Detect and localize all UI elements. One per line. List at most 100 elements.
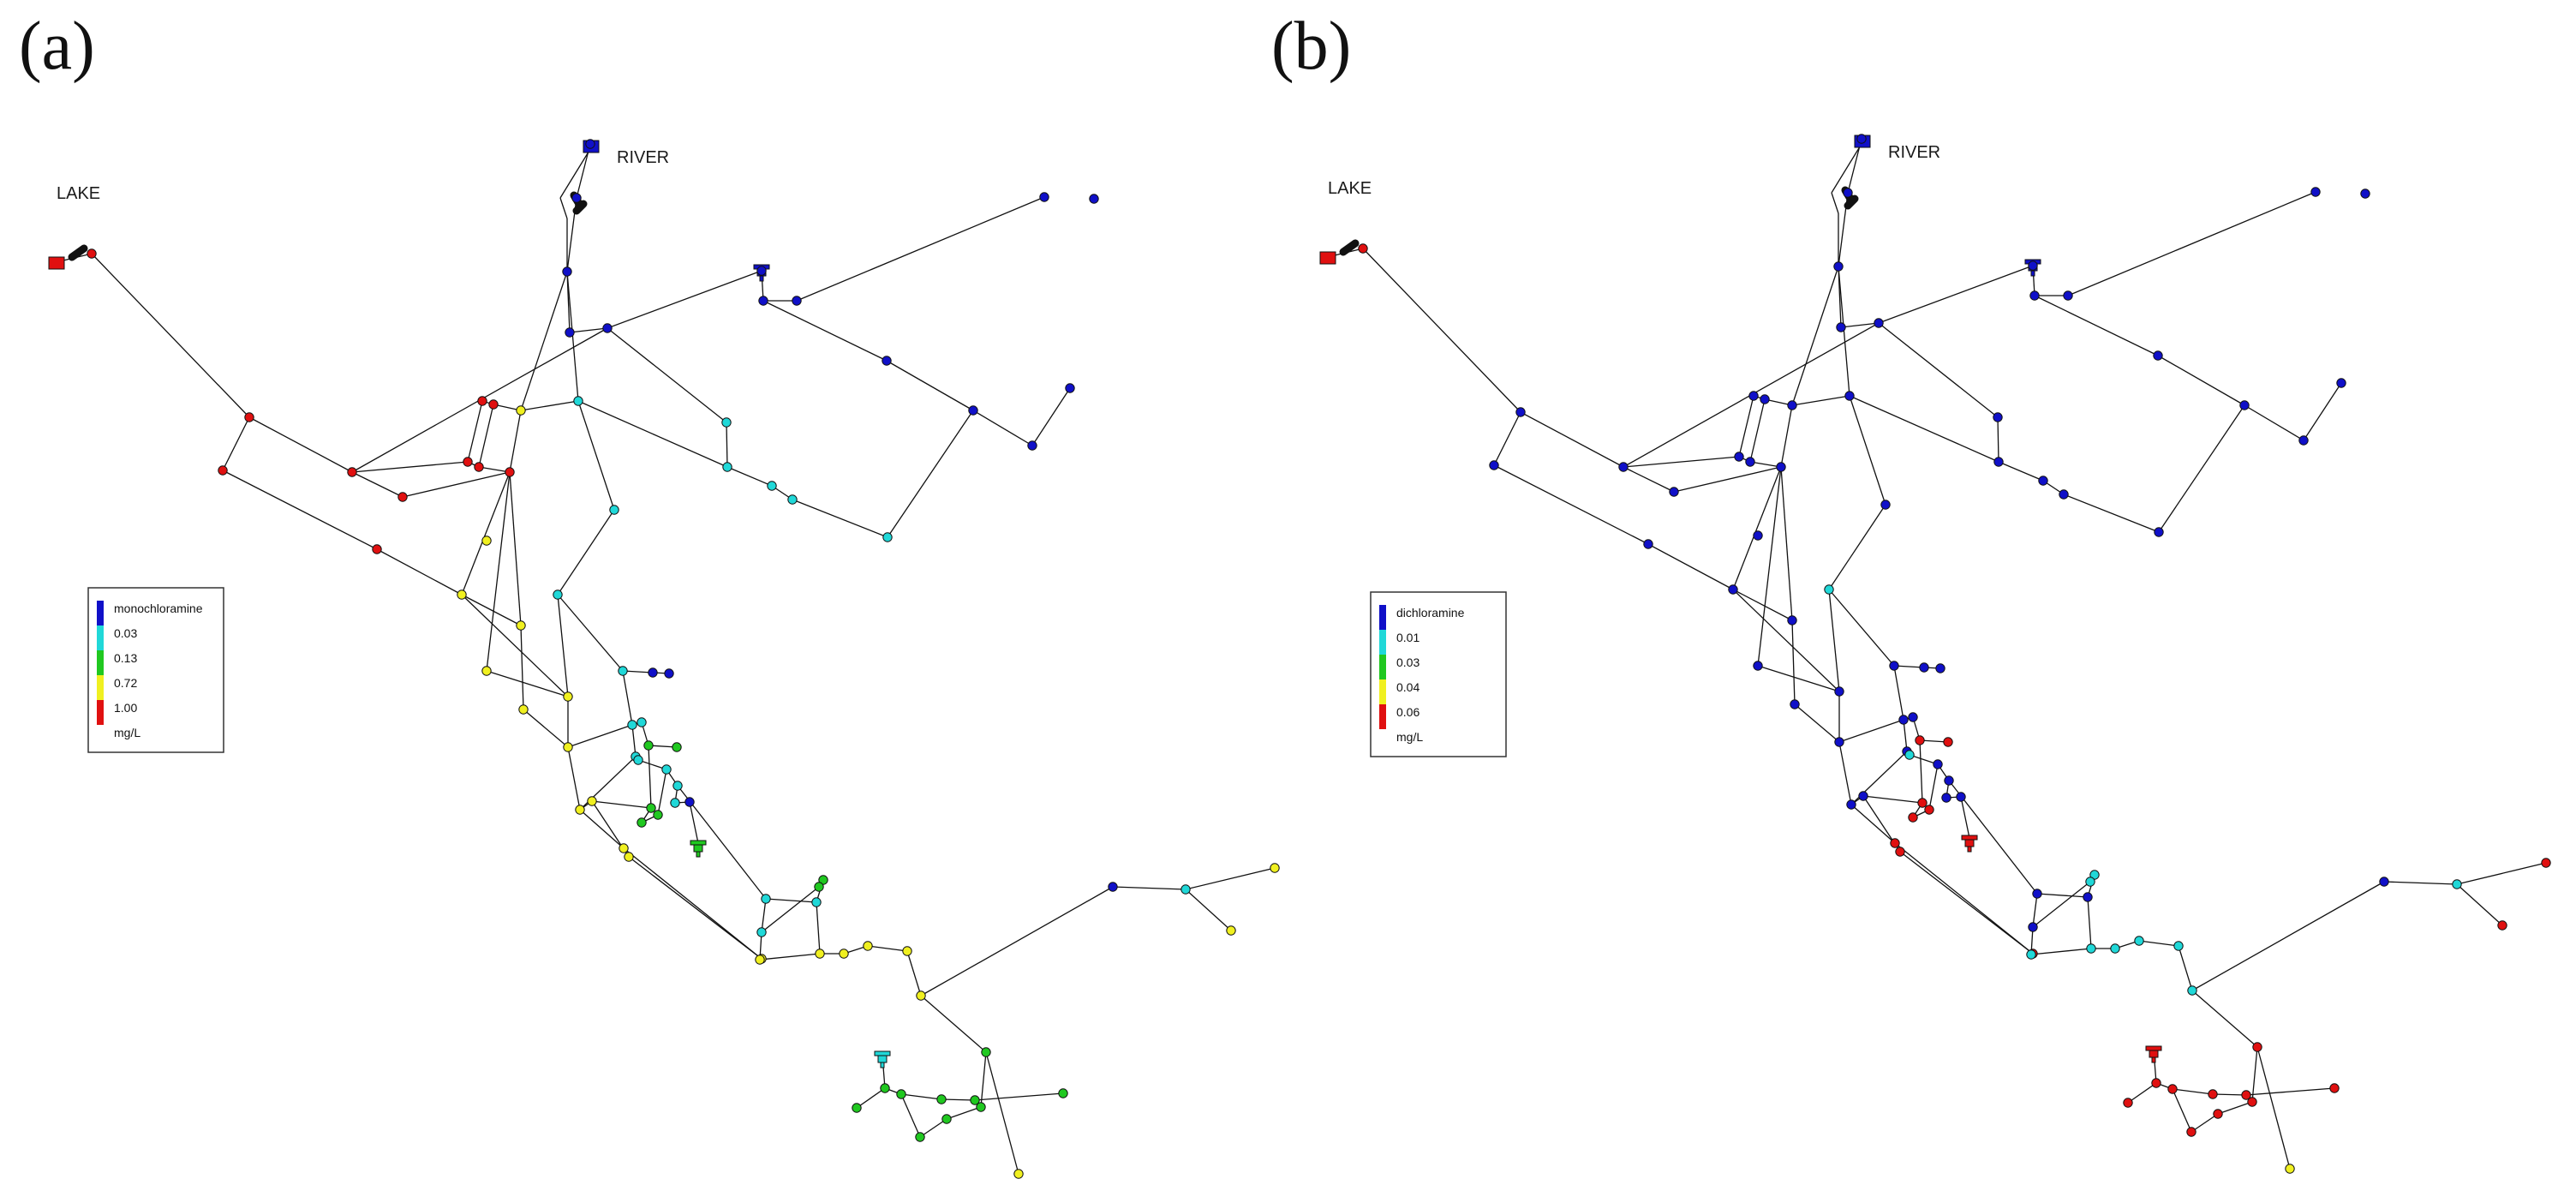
pipe: [2032, 893, 2038, 928]
junction-node-n52: [1904, 750, 1915, 760]
junction-node-n61: [761, 894, 771, 904]
legend-color-bar: [1379, 605, 1386, 729]
pipe: [765, 898, 817, 903]
storage-tank-south: [874, 1050, 891, 1068]
legend-title: dichloramine: [1396, 606, 1465, 619]
junction-node-n44: [2038, 476, 2048, 486]
junction-node-n28: [1836, 322, 1846, 332]
junction-node-n64: [818, 875, 828, 885]
junction-node-n70: [2173, 941, 2184, 951]
pipe: [1893, 665, 1904, 721]
junction-node-n43: [1993, 457, 2004, 467]
pipe: [1878, 322, 1999, 418]
junction-node-n10: [474, 462, 484, 472]
legend-value-3: 0.72: [114, 676, 137, 690]
legend-title: monochloramine: [114, 601, 203, 615]
pipe: [648, 745, 652, 809]
pipe: [559, 197, 568, 219]
junction-node-n56: [637, 817, 647, 828]
pipe: [1850, 804, 1896, 844]
junction-node-n30: [1844, 391, 1855, 401]
junction-node-n53: [1915, 735, 1925, 745]
junction-node-n65: [2085, 877, 2095, 887]
pipe: [2067, 191, 2316, 296]
junction-node-n78: [915, 1132, 925, 1142]
legend-swatch-1: [1379, 605, 1386, 630]
junction-node-n39: [792, 296, 802, 306]
pipe: [557, 594, 569, 697]
pipe: [1831, 143, 1862, 194]
pipe: [566, 271, 579, 402]
junction-node-n27: [562, 266, 572, 277]
pipe: [792, 499, 888, 538]
junction-node-n81: [2329, 1083, 2340, 1093]
junction-node-n13: [1753, 530, 1763, 541]
junction-node-n88: [684, 797, 695, 807]
junction-node-n52: [633, 755, 643, 765]
junction-node-n34: [1898, 715, 1909, 725]
pipe: [1894, 842, 2034, 955]
pipe: [1828, 589, 1895, 667]
pipe: [591, 800, 652, 809]
pipe: [478, 404, 494, 468]
junction-node-n69: [863, 941, 873, 951]
junction-node-n2: [244, 412, 254, 422]
junction-node-n57: [653, 810, 663, 820]
lake-label: LAKE: [57, 184, 100, 203]
junction-node-n36: [664, 668, 674, 679]
junction-node-n23: [624, 852, 634, 862]
panel-label-a: (a): [19, 9, 95, 84]
junction-node-n34: [627, 720, 637, 730]
junction-node-n81: [1058, 1088, 1068, 1098]
pipe: [509, 410, 522, 473]
pipe: [657, 769, 667, 816]
junction-node-n36: [1935, 663, 1945, 673]
pipe: [637, 759, 667, 770]
legend-value-2: 0.03: [1396, 655, 1419, 669]
junction-node-n66: [755, 955, 765, 965]
pipe: [726, 466, 773, 487]
pipe: [631, 724, 637, 757]
pipe: [759, 953, 821, 961]
junction-node-n18: [1834, 686, 1844, 697]
pipe: [974, 1092, 1064, 1101]
pipe: [1862, 795, 1923, 804]
junction-node-n58: [661, 764, 672, 775]
pipe: [2212, 1093, 2247, 1096]
pipe: [523, 709, 569, 748]
junction-node-n35: [1919, 662, 1929, 673]
junction-node-n20: [575, 805, 585, 815]
junction-node-n44: [767, 481, 777, 491]
pipe: [941, 1098, 976, 1101]
pipe: [1998, 461, 2044, 482]
pipe: [2303, 382, 2342, 441]
junction-node-n9: [463, 457, 473, 467]
pipe: [1780, 466, 1793, 621]
pipe: [1960, 796, 1970, 839]
pipe: [1791, 619, 1796, 705]
junction-node-n64: [2089, 870, 2100, 880]
junction-node-n18: [563, 691, 573, 702]
pipe: [1112, 886, 1186, 890]
pipe: [2036, 893, 2089, 898]
pipe: [376, 548, 463, 596]
pipe: [1493, 464, 1649, 545]
junction-node-n79: [2213, 1109, 2223, 1119]
pipe: [1732, 589, 1840, 692]
pipe: [1791, 266, 1839, 406]
junction-node-n10: [1745, 457, 1755, 467]
pipe: [1623, 456, 1740, 468]
junction-node-n39: [2063, 290, 2073, 301]
pipe: [2138, 940, 2179, 947]
junction-node-n86: [1270, 863, 1280, 873]
pipe: [1623, 466, 1675, 493]
junction-node-n17: [518, 704, 529, 715]
junction-node-n5: [1669, 487, 1679, 497]
legend-value-1: 0.03: [114, 626, 137, 640]
pipe: [1749, 461, 1782, 468]
junction-node-n42: [721, 417, 732, 428]
pipe: [91, 253, 250, 418]
junction-node-n42: [1993, 412, 2003, 422]
junction-node-n43: [722, 462, 732, 472]
junction-nodes: [1358, 134, 2551, 1174]
